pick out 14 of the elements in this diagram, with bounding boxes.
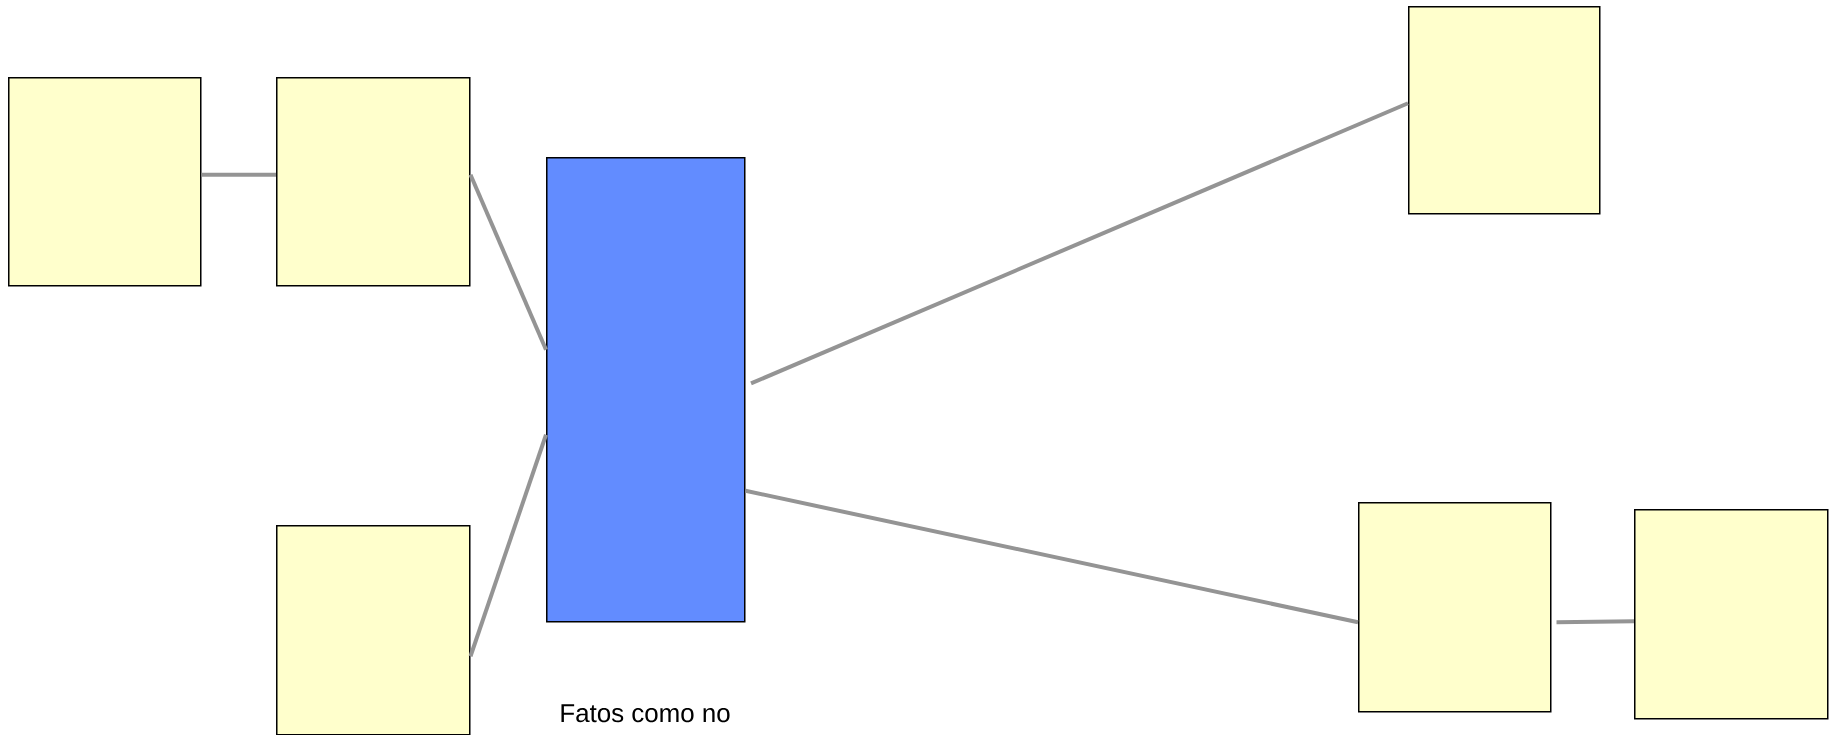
caption-text: Fatos como no [561,704,730,723]
box [276,77,471,287]
box [546,157,746,623]
box [1408,6,1601,215]
box [8,77,202,287]
box [1634,509,1829,720]
connector-line [745,488,1359,625]
box [276,525,471,735]
connector-line [468,173,548,351]
box [1358,502,1552,713]
connector-line [468,434,548,657]
connector-line [750,101,1409,386]
connector-line [201,172,276,177]
connector-line [1556,619,1635,625]
